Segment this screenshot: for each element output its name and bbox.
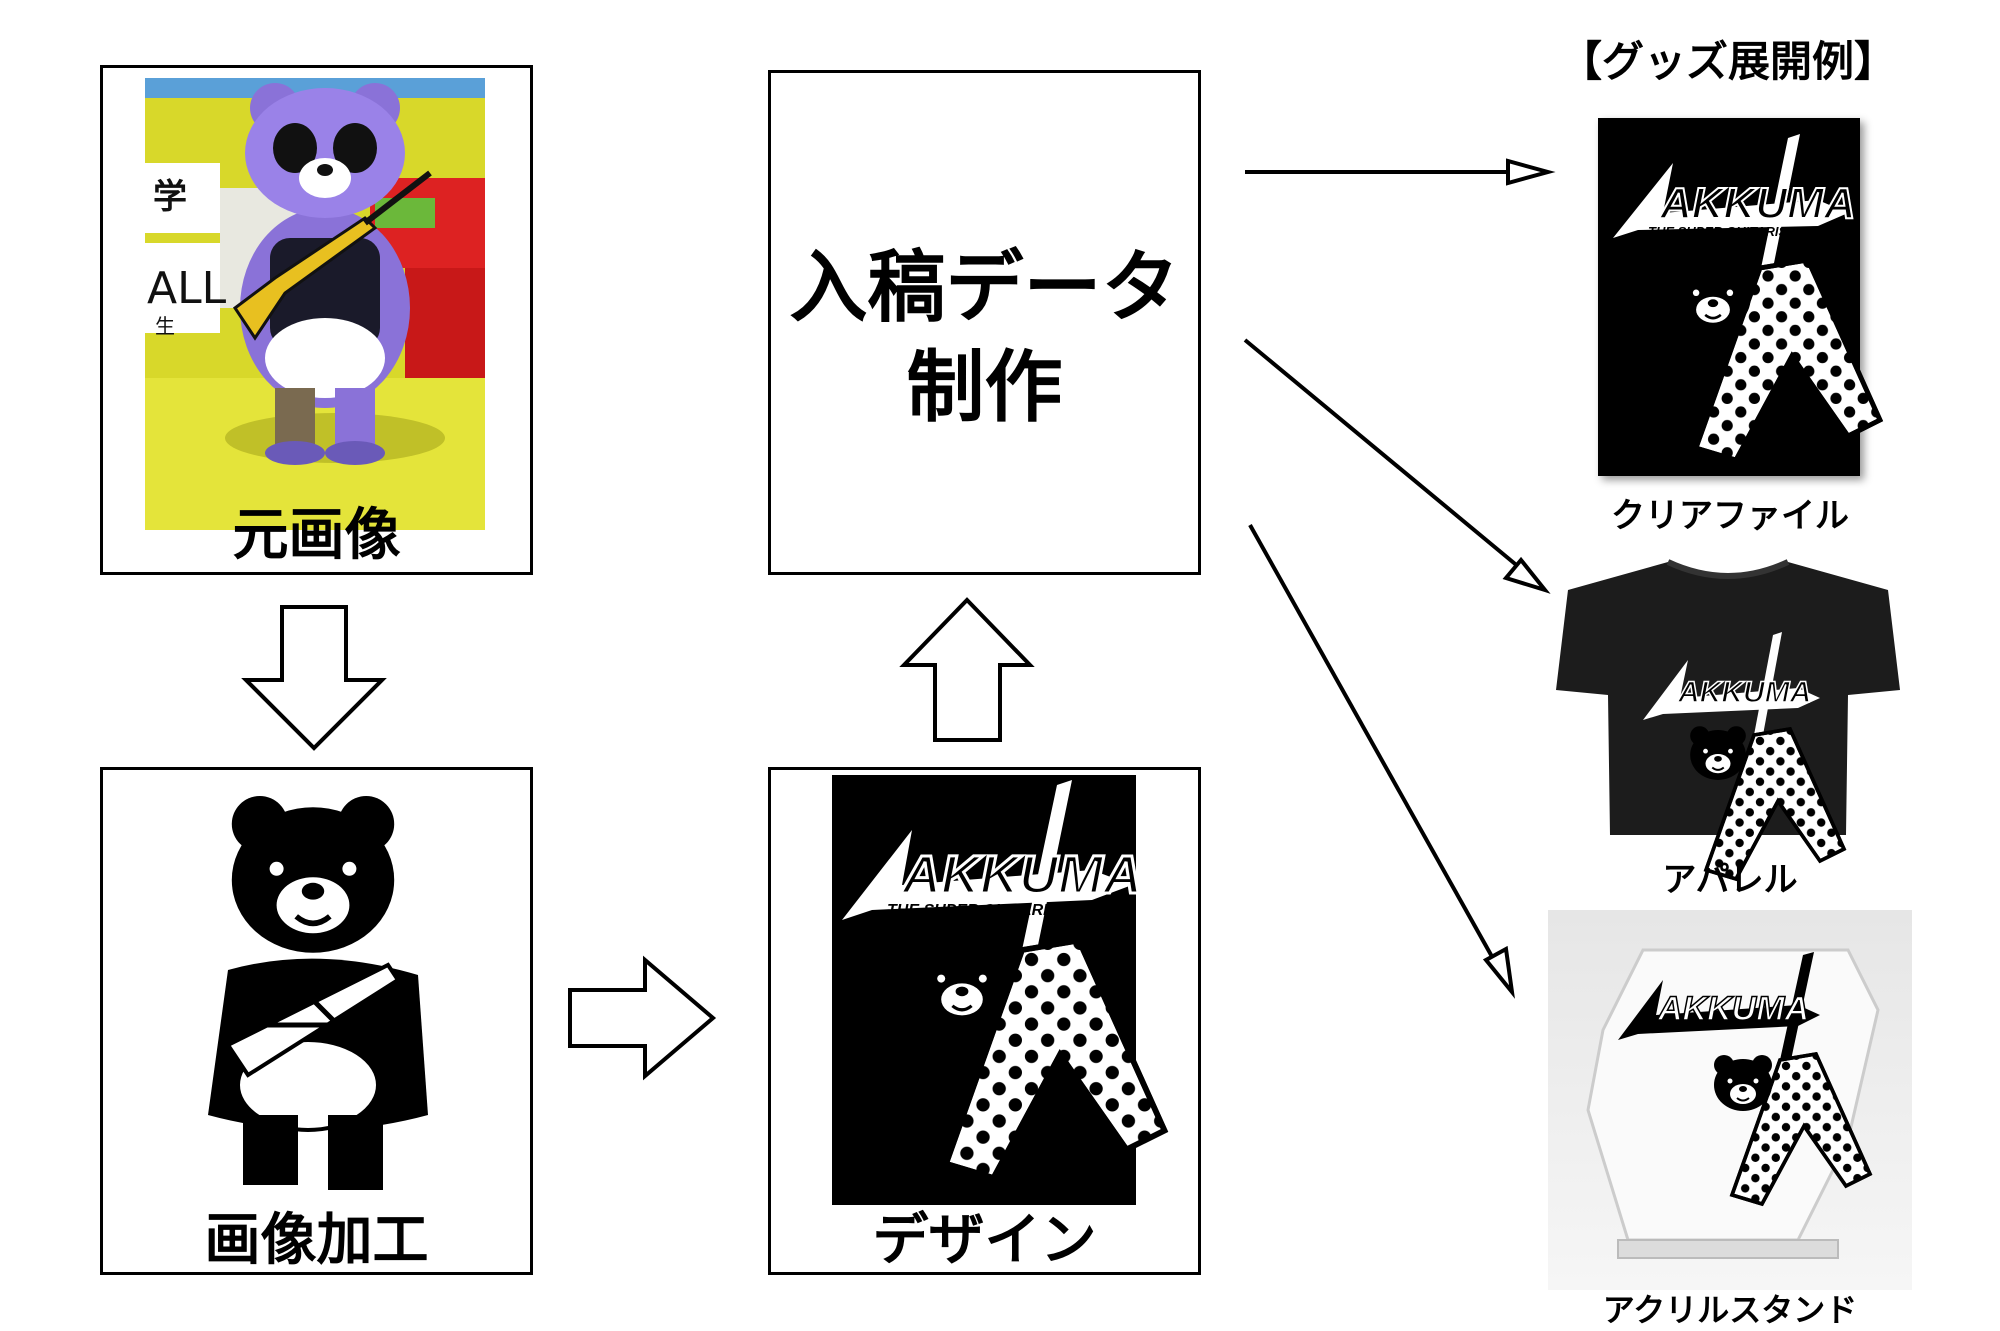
akkuma-design-art: AKKUMA THE SUPER GUITARIST	[842, 780, 1136, 1205]
goods-heading: 【グッズ展開例】	[1560, 37, 1897, 86]
production-data-title-line2: 制作	[906, 343, 1063, 433]
acrylic-logo-text: AKKUMA	[1657, 990, 1809, 1028]
processed-mascot-image	[208, 785, 428, 1190]
stage-banner-text: ALL	[147, 263, 227, 314]
clear-file-label: クリアファイル	[1611, 496, 1849, 536]
arrow-to-acrylic-icon	[1482, 945, 1515, 999]
production-data-title-line1: 入稿データ	[789, 243, 1180, 333]
clear-file-logo-subtext: THE SUPER GUITARIST	[1648, 224, 1796, 239]
image-processing-label: 画像加工	[204, 1208, 429, 1273]
original-photo: 学 ALL 生	[145, 78, 485, 530]
arrow-down-icon	[241, 605, 387, 751]
design-label: デザイン	[872, 1208, 1097, 1273]
design-logo-text: AKKUMA	[900, 845, 1142, 905]
arrow-right-icon	[568, 955, 717, 1081]
apparel-label: アパレル	[1662, 860, 1798, 900]
production-data-box	[768, 70, 1201, 575]
acrylic-stand-art: AKKUMA	[1586, 948, 1880, 1259]
original-image-label: 元画像	[232, 503, 401, 568]
arrow-up-icon	[899, 597, 1035, 742]
arrow-to-clearfile-icon	[1506, 158, 1556, 186]
tshirt-logo-text: AKKUMA	[1677, 676, 1811, 709]
design-logo-subtext: THE SUPER GUITARIST	[887, 902, 1069, 919]
mascot-illustration: 学 ALL 生	[145, 78, 485, 530]
stage-banner-subtext: 生	[155, 314, 175, 338]
clear-file-logo-text: AKKUMA	[1659, 179, 1856, 228]
tshirt-image: AKKUMA	[1556, 559, 1900, 881]
arrow-to-apparel-icon	[1502, 556, 1551, 594]
stage-sign-text: 学	[153, 177, 187, 217]
clear-file-art: AKKUMA THE SUPER GUITARIST	[1613, 134, 1860, 476]
acrylic-stand-label: アクリルスタンド	[1602, 1291, 1858, 1329]
